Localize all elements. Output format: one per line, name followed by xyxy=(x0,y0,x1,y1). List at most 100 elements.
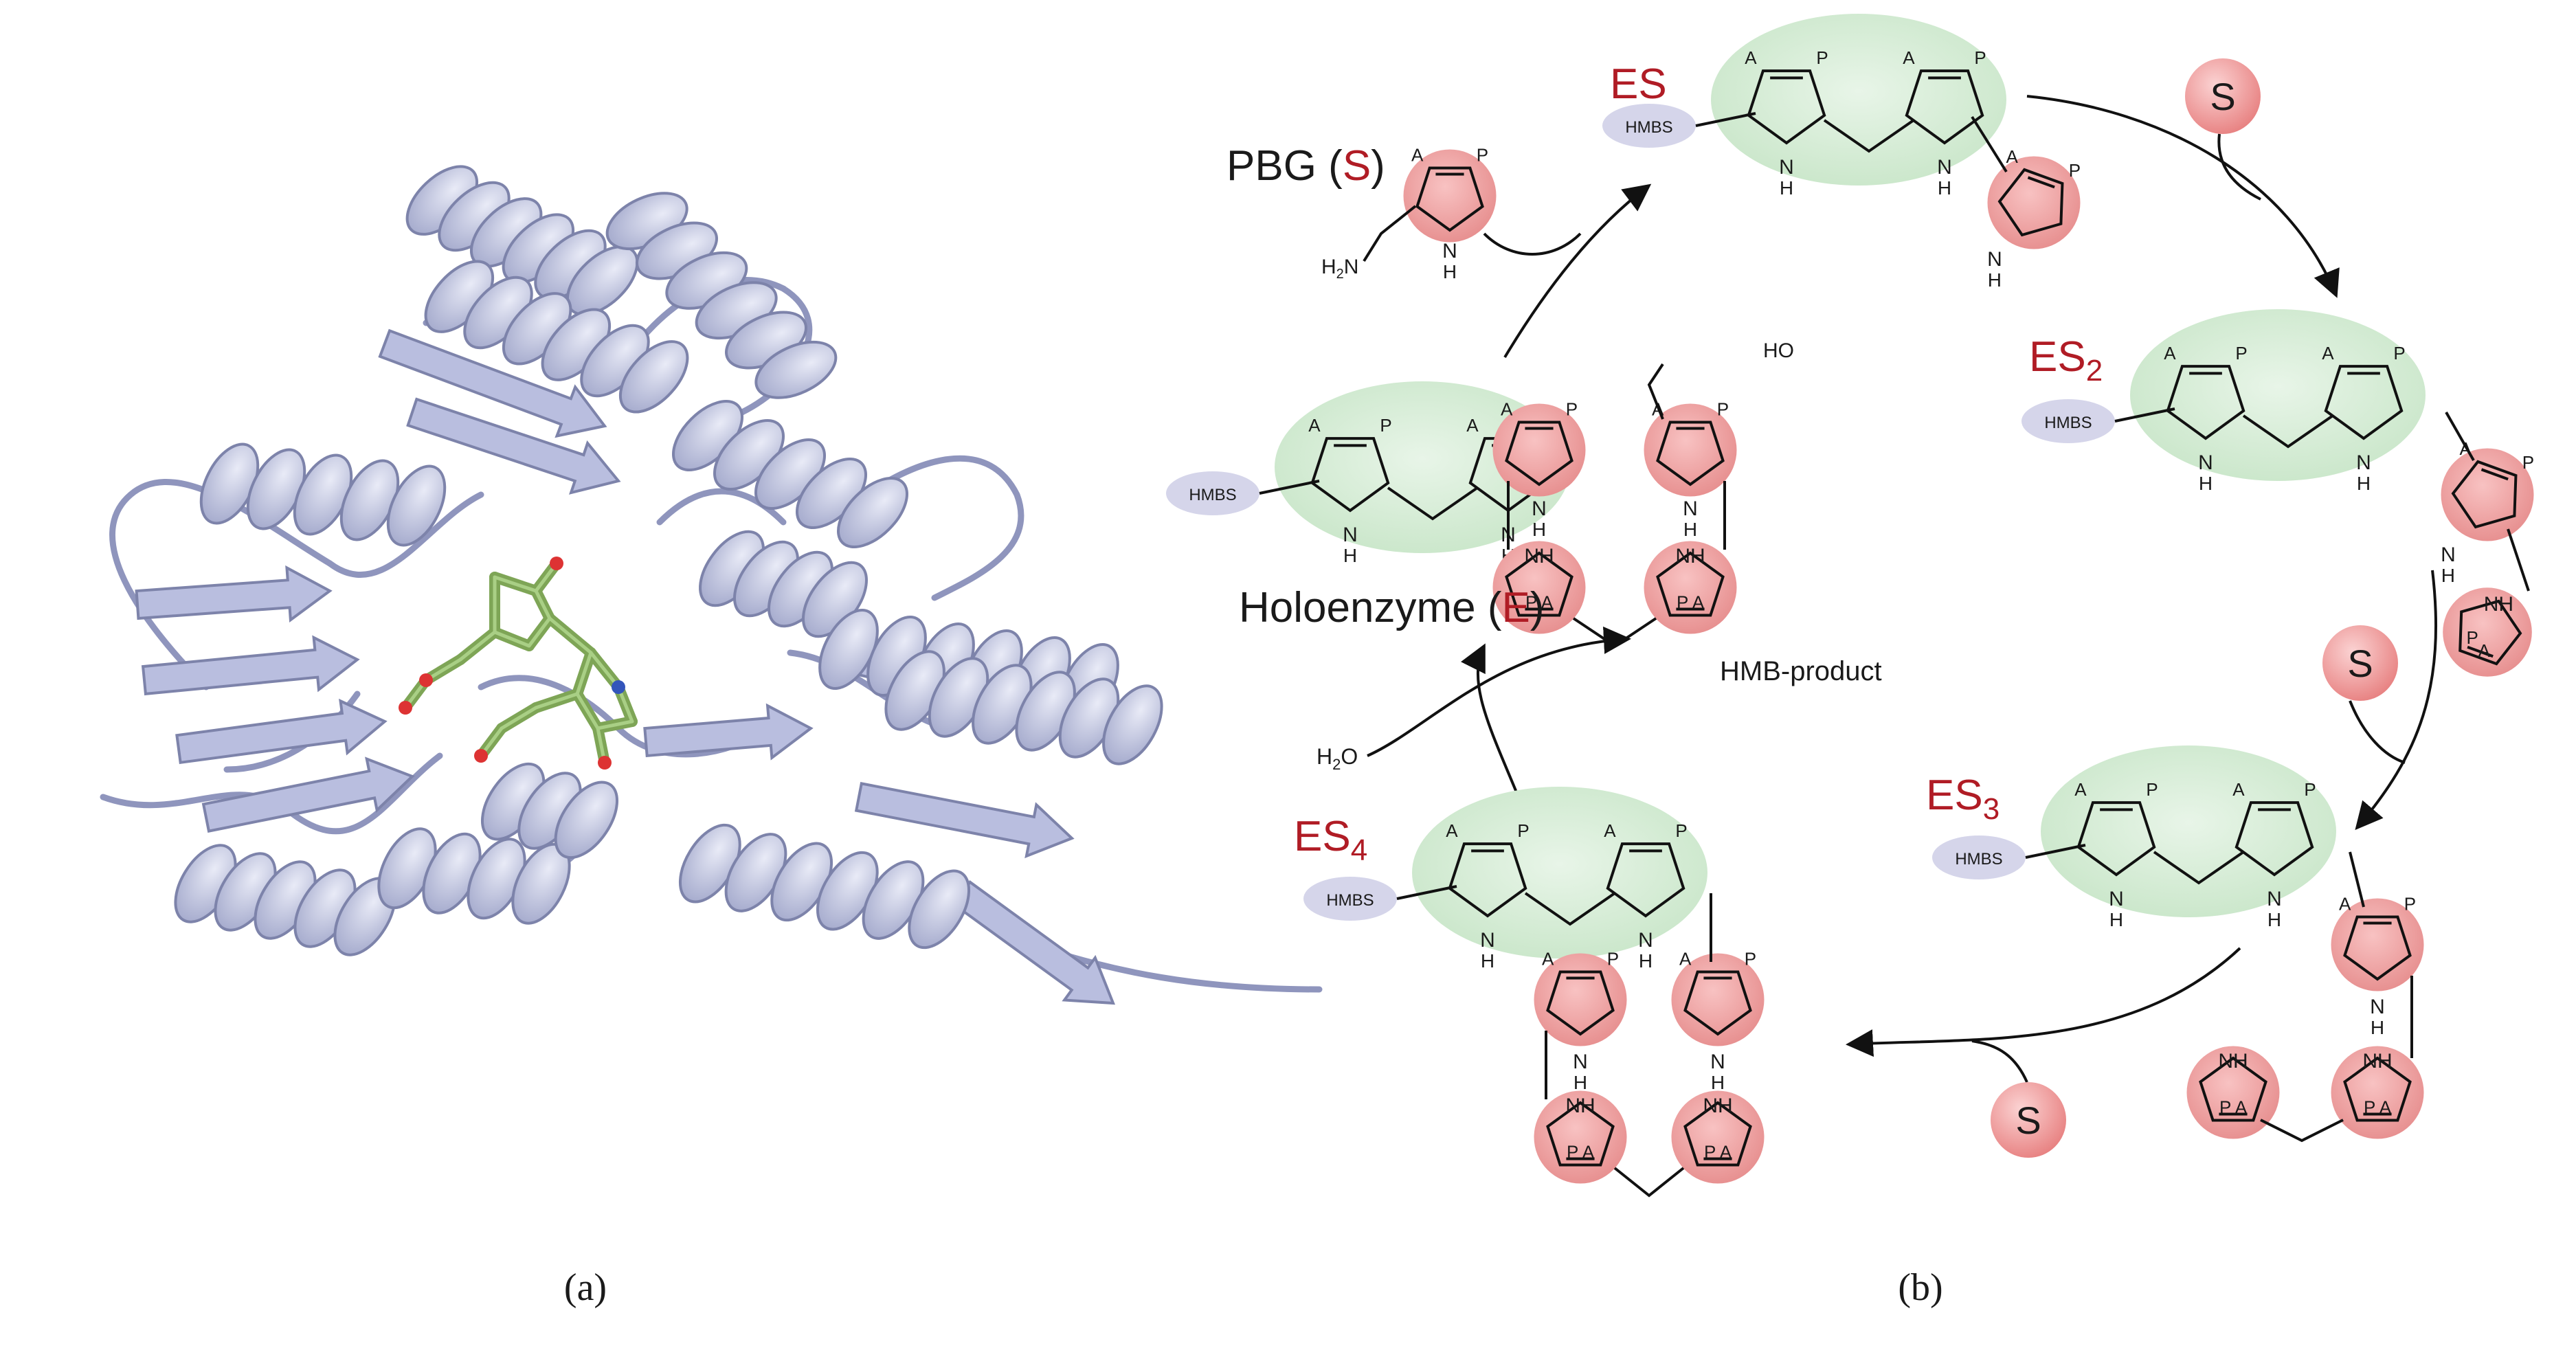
double-bond xyxy=(2467,645,2494,658)
hmbs-label: HMBS xyxy=(1625,118,1672,137)
helix-turn xyxy=(1102,684,1163,765)
propionate-label: P xyxy=(2364,1097,2375,1117)
alpha-helix-4 xyxy=(671,400,909,548)
ring-bonds xyxy=(1656,551,1725,617)
ligand-bond-highlight-0 xyxy=(493,575,538,593)
acetate-label: A xyxy=(1446,820,1458,841)
hydrogen-label: H xyxy=(1573,1072,1587,1093)
enzyme-linker xyxy=(2114,407,2175,423)
pbg-aminomethyl xyxy=(1363,205,1417,262)
es4-label: ES4 xyxy=(1294,813,1367,867)
ring-bonds xyxy=(1905,69,1984,145)
propionate-label: P xyxy=(2467,627,2478,648)
ligand-atom-4 xyxy=(612,680,625,694)
propionate-label: P xyxy=(2069,160,2081,181)
nitrogen-label: N xyxy=(2267,888,2282,910)
cycle-arrow-5 xyxy=(1503,183,1652,359)
nitrogen-label: N xyxy=(2198,451,2213,474)
alpha-helix-3 xyxy=(199,442,447,547)
es2-bond-1 xyxy=(2445,412,2475,461)
substrate-entry-1 xyxy=(2349,700,2406,764)
nitrogen-label: NH xyxy=(1675,545,1705,568)
substrate-ring-highlight xyxy=(1671,953,1765,1046)
pbg-label: PBG (S) xyxy=(1227,142,1385,190)
nitrogen-label: N xyxy=(1710,1051,1725,1073)
cofactor-halo xyxy=(1711,14,2006,186)
ligand-atom-2 xyxy=(399,701,412,715)
hydrogen-label: H xyxy=(1683,519,1697,540)
acetate-label: A xyxy=(1679,949,1692,969)
substrate-ring-highlight xyxy=(1644,403,1737,497)
methylene-bridge xyxy=(1387,486,1479,521)
ring-bonds xyxy=(1997,168,2064,237)
nitrogen-label: N xyxy=(2441,543,2456,566)
nitrogen-label: N xyxy=(1442,240,1457,262)
ring-bonds xyxy=(2343,1056,2412,1122)
cofactor-halo xyxy=(2041,745,2336,917)
acetate-label: A xyxy=(1720,1141,1732,1162)
acetate-label: A xyxy=(2322,343,2334,363)
nitrogen-label: NH xyxy=(1565,1095,1595,1117)
alpha-helix-2 xyxy=(605,192,838,399)
hmbs-enzyme-blob xyxy=(1932,835,2026,879)
pbg-label-suffix: ) xyxy=(1371,142,1385,190)
alpha-helix-5 xyxy=(698,530,869,638)
ring-bonds xyxy=(1505,551,1573,617)
es3-bond-1 xyxy=(2349,851,2365,908)
substrate-circle-label: S xyxy=(2210,75,2235,118)
propionate-label: P xyxy=(2304,779,2316,800)
hydrogen-label: H xyxy=(2441,565,2455,586)
propionate-label: P xyxy=(2404,894,2416,915)
hydrogen-label: H xyxy=(2199,473,2213,494)
es3-label: ES3 xyxy=(1926,772,2000,826)
acetate-label: A xyxy=(2006,146,2019,167)
helix-turn xyxy=(754,340,838,399)
hydrogen-label: H xyxy=(1780,177,1793,199)
propionate-label: P xyxy=(2146,779,2158,800)
acetate-label: A xyxy=(1604,820,1616,841)
ring-bonds xyxy=(2076,801,2156,877)
acetate-label: A xyxy=(1411,145,1424,166)
ring-bonds xyxy=(2166,365,2245,440)
loop-1 xyxy=(326,491,484,578)
ligand-bond-highlight-3 xyxy=(493,630,531,648)
ring-bonds xyxy=(1448,842,1527,918)
substrate-ring-highlight xyxy=(1671,1090,1765,1184)
hydrogen-label: H xyxy=(1532,519,1546,540)
ring-bonds xyxy=(1683,1101,1752,1167)
ring-bonds xyxy=(1606,842,1685,918)
propionate-label: P xyxy=(1525,592,1537,612)
substrate-entry-0 xyxy=(2217,133,2261,201)
beta-strand-9 xyxy=(643,703,814,761)
es2-label: ES2 xyxy=(2029,333,2103,388)
cycle-arrow-0 xyxy=(2026,95,2340,298)
propionate-label: P xyxy=(1567,1141,1578,1162)
ligand-bond-highlight-12 xyxy=(596,719,634,730)
helix-turn xyxy=(618,340,689,414)
acetate-label: A xyxy=(2232,779,2245,800)
alpha-helix-7 xyxy=(884,650,1163,765)
hmbs-enzyme-blob xyxy=(1166,471,1259,515)
ligand-bond-highlight-10 xyxy=(575,651,593,696)
propionate-label: P xyxy=(1607,949,1619,969)
hmb-product-label: HMB-product xyxy=(1720,656,1882,686)
acetate-label: A xyxy=(1692,592,1705,612)
substrate-circle-3: S xyxy=(1991,1082,2066,1158)
substrate-ring-highlight xyxy=(1403,149,1497,243)
propionate-label: P xyxy=(1816,47,1828,68)
hmbs-enzyme-blob xyxy=(2021,399,2115,443)
es2-bond-2 xyxy=(2507,528,2530,592)
protein-ribbon-cartoon xyxy=(100,165,1323,1005)
nitrogen-label: NH xyxy=(2362,1050,2392,1073)
